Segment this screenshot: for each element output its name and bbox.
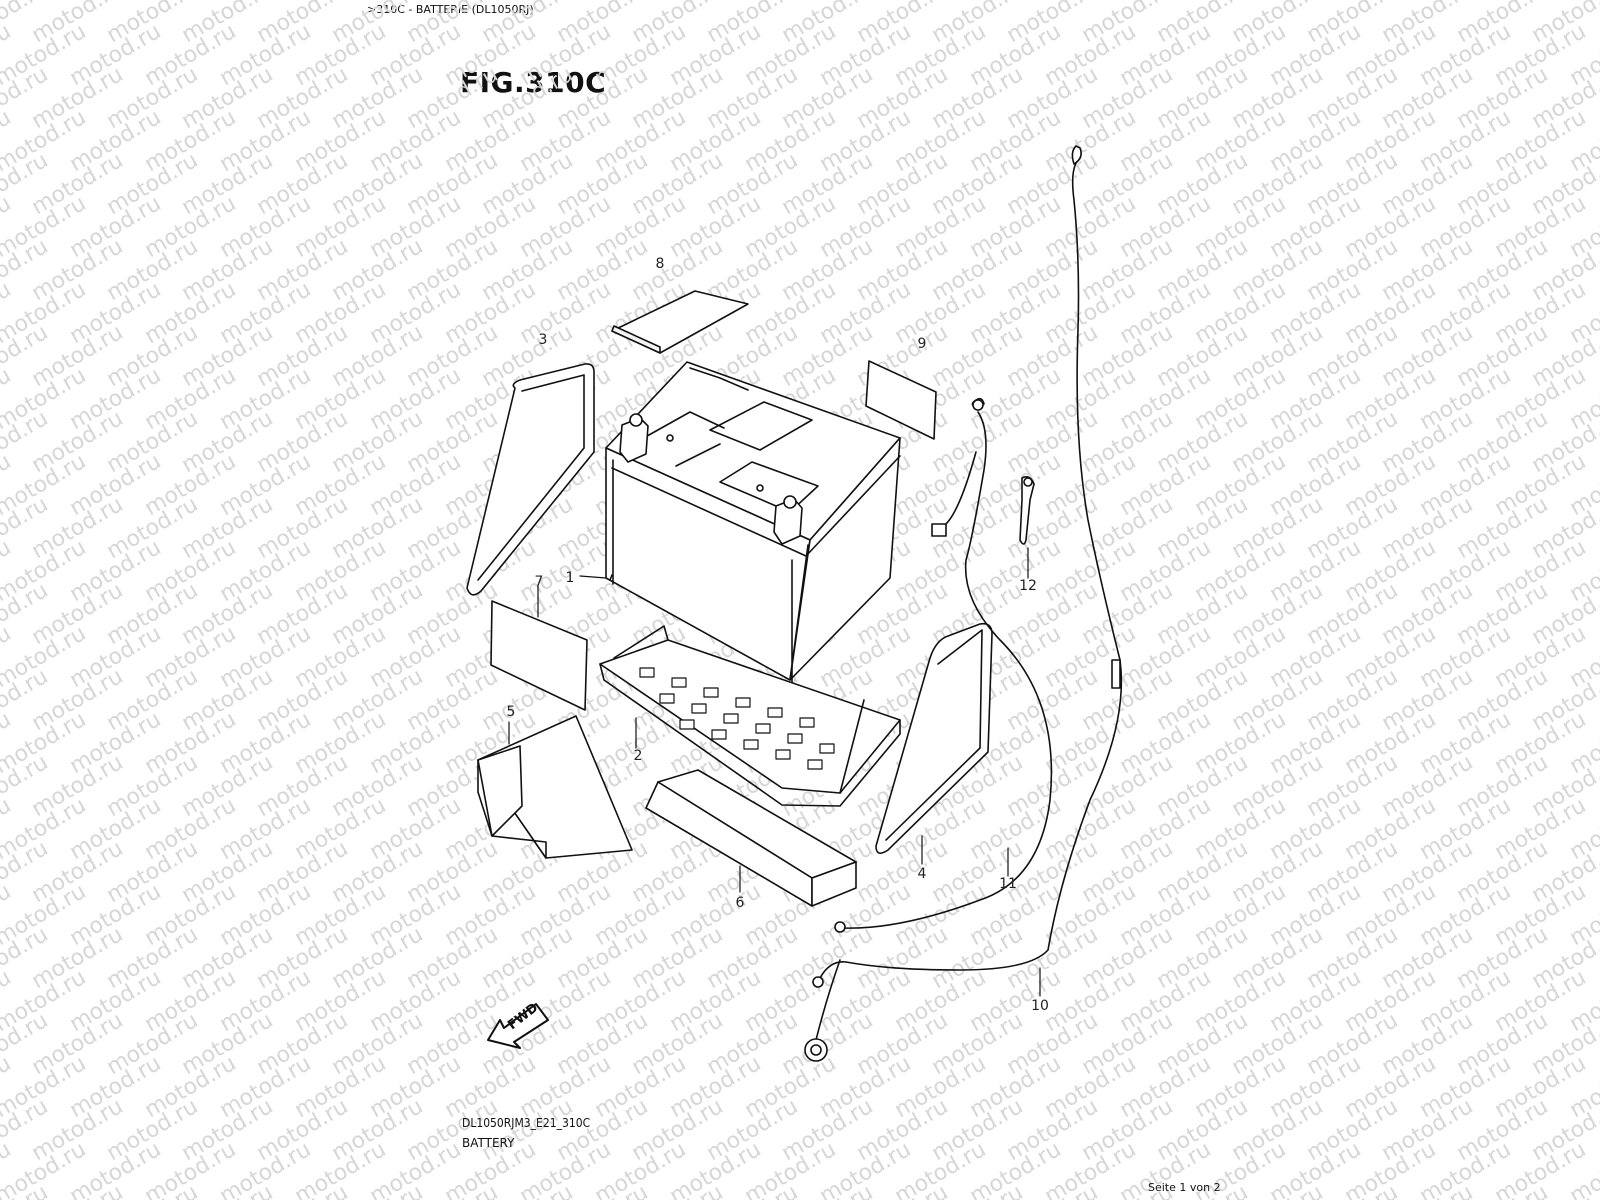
breadcrumb-header: >310C - BATTERIE (DL1050RJ) [367, 3, 534, 16]
callout-label: 11 [999, 876, 1017, 892]
callout-label: 4 [918, 866, 927, 882]
callout-label: 2 [634, 748, 643, 764]
callout-label: 3 [539, 332, 548, 348]
figure-title: FIG.310C [460, 66, 607, 99]
callout-label: 12 [1019, 578, 1037, 594]
callout-label: 7 [535, 574, 544, 590]
callout-label: 5 [507, 704, 516, 720]
page-indicator: Seite 1 von 2 [1148, 1181, 1221, 1194]
callout-label: 6 [736, 895, 745, 911]
callout-label: 10 [1031, 998, 1049, 1014]
callout-label: 1 [566, 570, 575, 586]
figure-code: DL1050RJM3_E21_310C [462, 1116, 591, 1130]
callout-label: 9 [918, 336, 927, 352]
figure-caption: BATTERY [462, 1136, 515, 1150]
callout-label: 8 [656, 256, 665, 272]
